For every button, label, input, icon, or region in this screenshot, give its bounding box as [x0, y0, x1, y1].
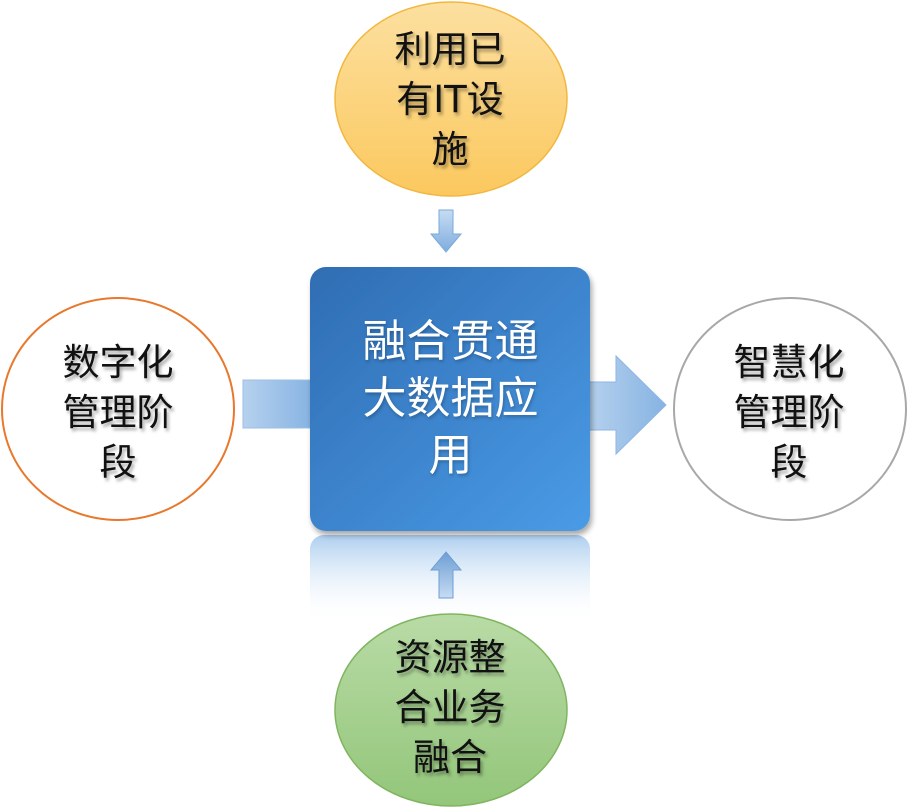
top-node-ellipse [334, 1, 568, 197]
right-node-label: 智慧化 管理阶 段 [677, 333, 901, 493]
left-node-line: 段 [99, 441, 137, 484]
left-node-line: 管理阶 [62, 391, 174, 434]
top-node-line: 有IT设 [396, 78, 504, 121]
bottom-up-arrow [429, 551, 463, 599]
bottom-node-line: 资源整 [394, 636, 506, 679]
right-node-line: 智慧化 [733, 341, 845, 384]
bottom-node-ellipse [334, 613, 568, 807]
center-box-line: 大数据应 [362, 372, 539, 424]
center-box-line: 融合贯通 [362, 315, 539, 367]
right-node-ellipse [673, 297, 907, 521]
left-arrow [242, 379, 314, 429]
left-node-label: 数字化 管理阶 段 [6, 333, 230, 493]
top-node-line: 施 [431, 128, 469, 171]
right-node-line: 管理阶 [733, 391, 845, 434]
right-arrow [587, 354, 667, 456]
right-node-line: 段 [770, 441, 808, 484]
top-down-arrow [429, 209, 463, 253]
center-box-label: 融合贯通 大数据应 用 [312, 298, 589, 498]
center-box-line: 用 [428, 429, 473, 481]
bottom-node-line: 融合 [413, 736, 487, 779]
bottom-node-line: 合业务 [394, 686, 506, 729]
center-box [310, 267, 590, 531]
left-node-ellipse [1, 297, 235, 521]
left-node-line: 数字化 [62, 341, 174, 384]
top-node-label: 利用已 有IT设 施 [336, 20, 564, 180]
top-node-line: 利用已 [394, 28, 506, 71]
bottom-node-label: 资源整 合业务 融合 [336, 628, 564, 788]
